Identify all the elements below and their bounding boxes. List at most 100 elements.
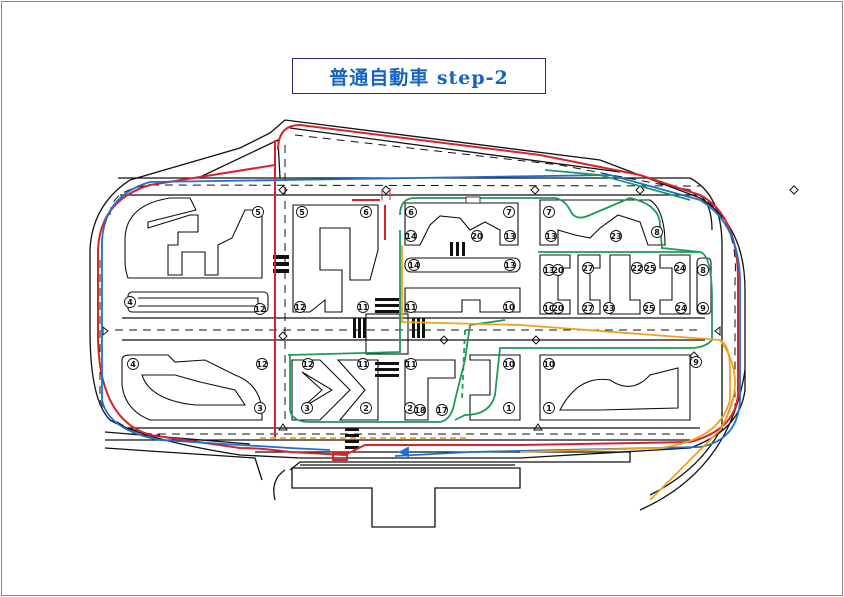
marker-m-1a: 1 <box>503 402 515 414</box>
nw-approach-line <box>197 138 281 179</box>
marker-label: 24 <box>675 304 687 313</box>
route-green <box>287 169 713 423</box>
marker-circle <box>582 302 594 314</box>
marker-label: 27 <box>582 264 593 273</box>
crosswalks <box>273 242 465 449</box>
marker-label: 11 <box>357 303 369 312</box>
marker-circle <box>357 358 369 370</box>
building <box>291 467 521 528</box>
marker-circle <box>697 264 709 276</box>
marker-circle <box>675 302 687 314</box>
marker-circle <box>504 230 516 242</box>
marker-m-12c: 12 <box>256 358 268 370</box>
marker-circle <box>405 358 417 370</box>
marker-m-22: 22 <box>631 262 643 274</box>
marker-m-13d: 13 <box>545 230 557 242</box>
marker-circle <box>254 303 266 315</box>
marker-label: 18 <box>414 406 426 415</box>
marker-circle <box>252 206 264 218</box>
island-c-block-3 <box>609 254 641 315</box>
marker-m-24a: 24 <box>674 262 686 274</box>
marker-m-6a: 6 <box>360 206 372 218</box>
marker-label: 22 <box>631 264 642 273</box>
marker-m-27b: 27 <box>582 302 594 314</box>
marker-label: 12 <box>294 303 305 312</box>
marker-label: 5 <box>255 208 261 217</box>
marker-label: 4 <box>127 298 133 307</box>
marker-circle <box>302 358 314 370</box>
marker-m-17: 17 <box>436 404 448 416</box>
route-orange <box>260 245 736 501</box>
marker-label: 10 <box>543 360 555 369</box>
marker-m-6b: 6 <box>405 206 417 218</box>
marker-m-7b: 7 <box>543 206 555 218</box>
marker-circle <box>503 402 515 414</box>
island-bar-14-13 <box>404 257 521 273</box>
marker-m-11d: 11 <box>405 358 417 370</box>
island-top-center <box>292 204 379 313</box>
marker-circle <box>405 301 417 313</box>
marker-circle <box>408 259 420 271</box>
marker-label: 1 <box>546 404 552 413</box>
marker-m-2a: 2 <box>360 402 372 414</box>
marker-circle <box>124 296 136 308</box>
marker-circle <box>610 230 622 242</box>
marker-circle <box>436 404 448 416</box>
marker-circle <box>301 402 313 414</box>
small-signs <box>102 185 799 431</box>
marker-m-10b: 10 <box>503 358 515 370</box>
marker-m-23a: 23 <box>610 230 622 242</box>
marker-circle <box>543 358 555 370</box>
marker-m-13b: 13 <box>504 259 516 271</box>
island-bottom-right-s <box>539 354 691 421</box>
route-red <box>97 123 739 461</box>
marker-label: 20 <box>552 304 564 313</box>
marker-label: 27 <box>582 304 593 313</box>
marker-label: 24 <box>674 264 686 273</box>
marker-circle <box>504 259 516 271</box>
marker-label: 7 <box>546 208 552 217</box>
marker-label: 11 <box>405 303 417 312</box>
marker-label: 2 <box>363 404 369 413</box>
marker-m-12d: 12 <box>302 358 314 370</box>
marker-circle <box>643 302 655 314</box>
marker-label: 23 <box>603 304 614 313</box>
marker-label: 20 <box>552 266 564 275</box>
marker-label: 13 <box>504 261 515 270</box>
marker-m-1b: 1 <box>543 402 555 414</box>
marker-label: 12 <box>256 360 267 369</box>
marker-label: 23 <box>610 232 621 241</box>
course-title: 普通自動車 step-2 <box>329 66 509 89</box>
marker-label: 4 <box>130 360 136 369</box>
island-top-mid <box>404 202 519 246</box>
marker-label: 9 <box>693 358 699 367</box>
island-long-bar <box>127 291 269 313</box>
marker-circle <box>631 262 643 274</box>
marker-label: 6 <box>408 208 414 217</box>
marker-label: 10 <box>503 303 515 312</box>
marker-m-13c: 13 <box>543 264 555 276</box>
title-box: 普通自動車 step-2 <box>292 58 546 94</box>
marker-m-14a: 14 <box>405 230 417 242</box>
island-c-block-1 <box>539 254 571 315</box>
marker-circle <box>552 302 564 314</box>
marker-label: 20 <box>471 232 483 241</box>
marker-m-8: 8 <box>651 226 663 238</box>
marker-label: 2 <box>407 404 413 413</box>
island-bottom-center <box>404 359 456 421</box>
marker-circle <box>690 356 702 368</box>
marker-circle <box>543 206 555 218</box>
island-bottom-left-s <box>121 354 263 421</box>
island-chevron <box>291 359 351 421</box>
marker-circle <box>357 301 369 313</box>
marker-circle <box>651 226 663 238</box>
marker-label: 25 <box>643 304 655 313</box>
marker-circle <box>503 301 515 313</box>
marker-circle <box>503 358 515 370</box>
top-road-inner <box>118 177 723 430</box>
marker-label: 17 <box>436 406 447 415</box>
left-curve-stub <box>273 469 286 501</box>
marker-m-9: 9 <box>697 302 709 314</box>
marker-m-10a: 10 <box>503 301 515 313</box>
